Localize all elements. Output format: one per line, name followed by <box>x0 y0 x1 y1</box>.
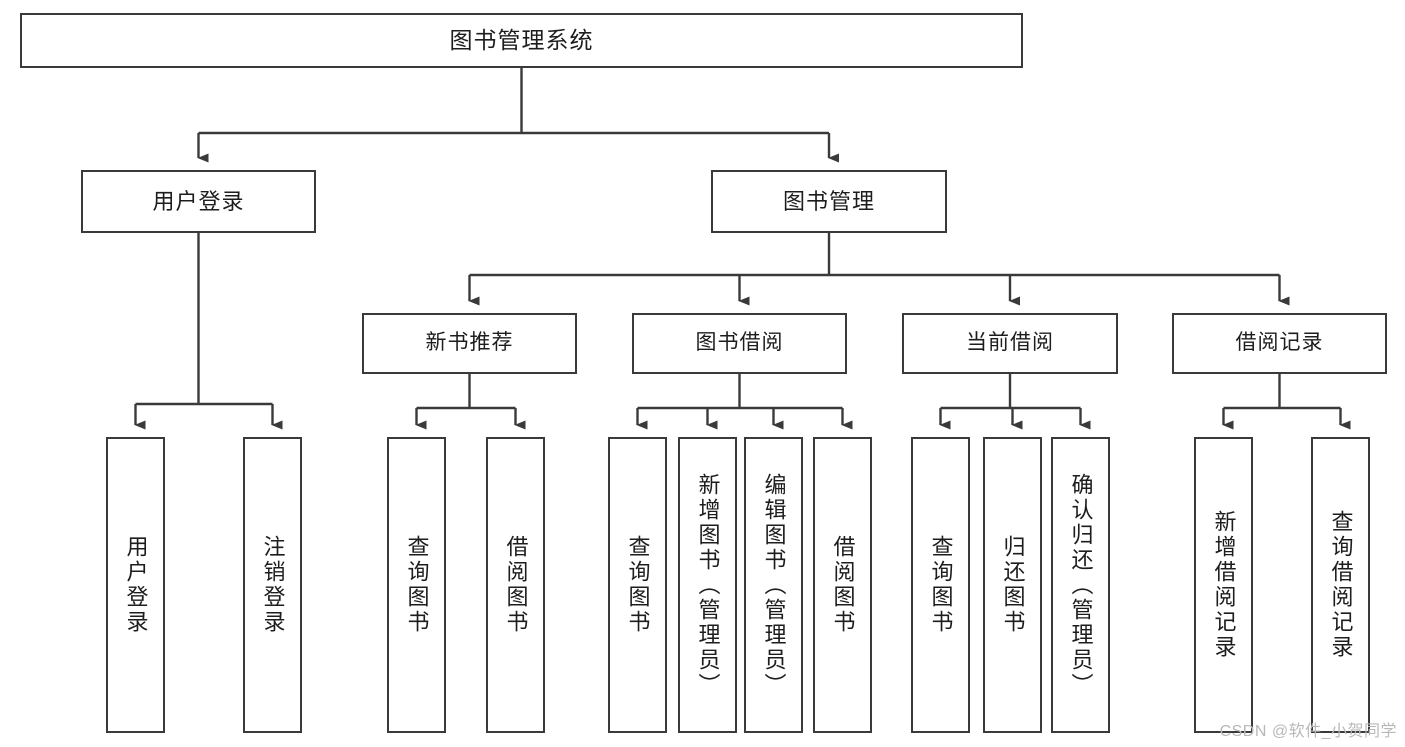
node-leaf-user-login-label: 用户登录 <box>123 535 149 635</box>
node-leaf-query-book-2[interactable]: 查询图书 <box>608 437 667 733</box>
node-root[interactable]: 图书管理系统 <box>20 13 1023 68</box>
node-borrow-record-label: 借阅记录 <box>1235 331 1324 355</box>
node-current-borrow[interactable]: 当前借阅 <box>902 313 1118 374</box>
node-leaf-borrow-book-1[interactable]: 借阅图书 <box>486 437 545 733</box>
node-leaf-query-book-3[interactable]: 查询图书 <box>911 437 970 733</box>
node-leaf-user-login[interactable]: 用户登录 <box>106 437 165 733</box>
node-leaf-add-borrow-record-label: 新增借阅记录 <box>1211 510 1237 660</box>
node-leaf-query-book-3-label: 查询图书 <box>928 535 954 635</box>
node-leaf-add-borrow-record[interactable]: 新增借阅记录 <box>1194 437 1253 733</box>
node-user-login[interactable]: 用户登录 <box>81 170 316 233</box>
node-leaf-borrow-book-2[interactable]: 借阅图书 <box>813 437 872 733</box>
node-leaf-edit-book-admin[interactable]: 编辑图书（管理员） <box>744 437 803 733</box>
node-leaf-confirm-return-admin-label: 确认归还（管理员） <box>1068 472 1094 698</box>
node-book-manage[interactable]: 图书管理 <box>711 170 947 233</box>
node-book-borrow[interactable]: 图书借阅 <box>632 313 847 374</box>
node-book-borrow-label: 图书借阅 <box>695 331 784 355</box>
node-leaf-borrow-book-1-label: 借阅图书 <box>503 535 529 635</box>
node-borrow-record[interactable]: 借阅记录 <box>1172 313 1387 374</box>
node-leaf-query-borrow-record-label: 查询借阅记录 <box>1328 510 1354 660</box>
node-book-manage-label: 图书管理 <box>782 188 875 214</box>
node-leaf-query-book-1[interactable]: 查询图书 <box>387 437 446 733</box>
node-leaf-edit-book-admin-label: 编辑图书（管理员） <box>761 472 787 698</box>
node-new-book-rec[interactable]: 新书推荐 <box>362 313 577 374</box>
node-leaf-logout-label: 注销登录 <box>260 535 286 635</box>
node-leaf-confirm-return-admin[interactable]: 确认归还（管理员） <box>1051 437 1110 733</box>
node-root-label: 图书管理系统 <box>449 27 594 54</box>
node-leaf-query-borrow-record[interactable]: 查询借阅记录 <box>1311 437 1370 733</box>
node-leaf-logout[interactable]: 注销登录 <box>243 437 302 733</box>
node-leaf-borrow-book-2-label: 借阅图书 <box>830 535 856 635</box>
node-leaf-query-book-2-label: 查询图书 <box>625 535 651 635</box>
node-current-borrow-label: 当前借阅 <box>966 331 1054 355</box>
watermark-text: CSDN @软件_小贺同学 <box>1219 723 1397 740</box>
node-leaf-query-book-1-label: 查询图书 <box>404 535 430 635</box>
node-leaf-add-book-admin-label: 新增图书（管理员） <box>695 472 721 698</box>
node-user-login-label: 用户登录 <box>152 188 245 214</box>
node-leaf-return-book-label: 归还图书 <box>1000 535 1026 635</box>
node-leaf-return-book[interactable]: 归还图书 <box>983 437 1042 733</box>
node-leaf-add-book-admin[interactable]: 新增图书（管理员） <box>678 437 737 733</box>
node-new-book-rec-label: 新书推荐 <box>425 331 514 355</box>
